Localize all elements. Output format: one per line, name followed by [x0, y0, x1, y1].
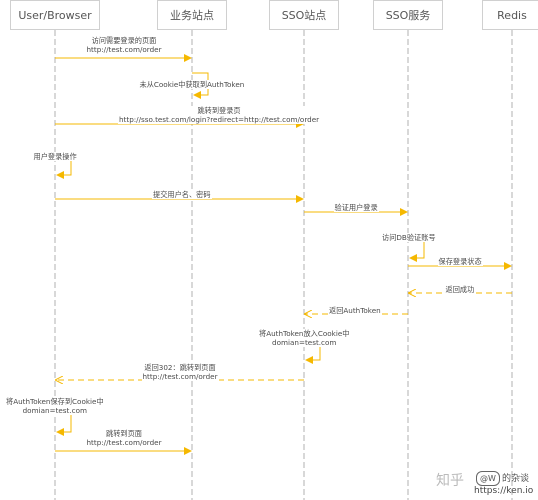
message-label-line: domian=test.com: [22, 406, 88, 415]
participant-biz: 业务站点: [157, 0, 227, 30]
message-label: 返回成功: [444, 284, 476, 294]
message-label-line: 跳转到登录页: [197, 106, 241, 115]
message-label-line: 验证用户登录: [334, 202, 378, 212]
message-label-line: 返回成功: [445, 284, 475, 294]
message-label-line: http://test.com/order: [86, 438, 162, 447]
participant-sso: SSO站点: [269, 0, 339, 30]
zhihu-watermark: 知乎: [436, 473, 464, 489]
message-label-line: 跳转到页面: [106, 429, 142, 438]
message-label-line: 用户登录操作: [33, 151, 77, 161]
message-label: 保存登录状态: [437, 256, 483, 266]
message-label: 访问DB验证账号: [381, 232, 437, 242]
participant-user: User/Browser: [10, 0, 100, 30]
message-label-line: http://sso.test.com/login?redirect=http:…: [119, 115, 320, 124]
message-label-line: 将AuthToken放入Cookie中: [259, 329, 350, 338]
message-label-line: 未从Cookie中获取到AuthToken: [139, 79, 245, 89]
author-name: 的杂谈: [502, 474, 530, 484]
watermark-url: https://ken.io: [474, 486, 534, 496]
message-label-line: domian=test.com: [272, 338, 337, 347]
message-label-line: 将AuthToken保存到Cookie中: [6, 397, 104, 406]
message-label-line: http://test.com/order: [142, 372, 218, 381]
message-label-line: 返回302：跳转到页面: [144, 363, 216, 372]
message-label-line: 保存登录状态: [438, 256, 482, 266]
message-label-line: 返回AuthToken: [329, 305, 381, 315]
message-label-line: http://test.com/order: [86, 45, 162, 54]
message-label: 验证用户登录: [333, 202, 379, 212]
message-label: 用户登录操作: [32, 151, 78, 161]
author-logo: @W: [476, 471, 500, 486]
message-label: 返回AuthToken: [328, 305, 382, 315]
participant-ssosvc: SSO服务: [373, 0, 443, 30]
message-label-line: 提交用户名、密码: [153, 189, 211, 199]
message-label-line: 访问需要登录的页面: [91, 36, 157, 45]
message-label: 提交用户名、密码: [152, 189, 212, 199]
message-label-line: 访问DB验证账号: [382, 232, 436, 242]
participant-redis: Redis: [482, 0, 538, 30]
message-label: 未从Cookie中获取到AuthToken: [138, 79, 246, 89]
